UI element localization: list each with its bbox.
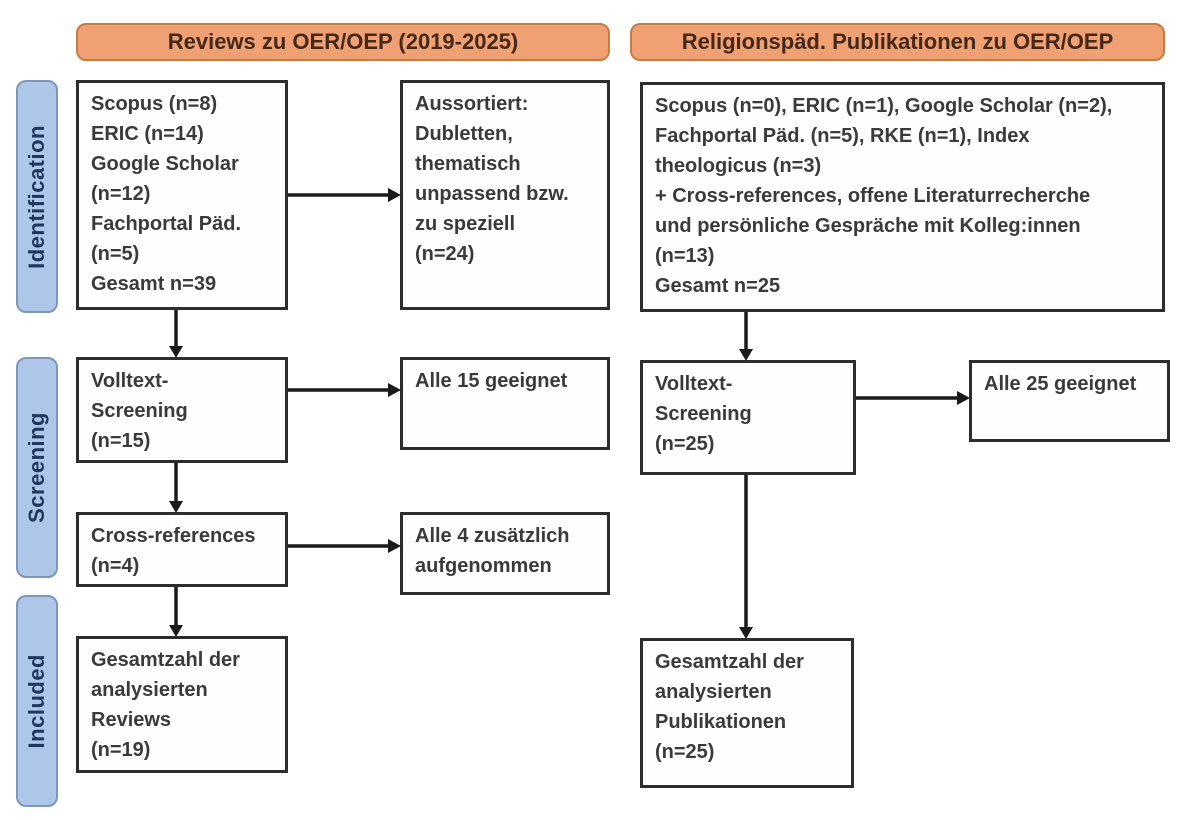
arrow-reviews-fulltext-to-result [288, 383, 401, 397]
stage-label-identification: Identification [24, 124, 49, 269]
box-publications-fulltext-result: Alle 25 geeignet [969, 360, 1170, 442]
arrow-reviews-fulltext-to-crossref [169, 463, 183, 513]
box-reviews-fulltext-screening: Volltext-Screening(n=15) [76, 357, 288, 463]
stage-bar-screening: Screening [16, 357, 58, 578]
arrow-publications-sources-to-fulltext [739, 312, 753, 361]
arrow-reviews-sources-to-excluded [288, 188, 401, 202]
column-header-publications: Religionspäd. Publikationen zu OER/OEP [630, 23, 1165, 61]
stage-label-included: Included [24, 653, 49, 749]
box-reviews-fulltext-result: Alle 15 geeignet [400, 357, 610, 450]
arrow-reviews-crossref-to-result [288, 539, 401, 553]
box-publications-fulltext-screening: Volltext-Screening(n=25) [640, 360, 856, 475]
stage-label-screening: Screening [24, 412, 49, 523]
box-reviews-sources: Scopus (n=8)ERIC (n=14)Google Scholar(n=… [76, 80, 288, 310]
box-publications-sources: Scopus (n=0), ERIC (n=1), Google Scholar… [640, 82, 1165, 312]
column-header-reviews: Reviews zu OER/OEP (2019-2025) [76, 23, 610, 61]
box-reviews-crossreferences: Cross-references(n=4) [76, 512, 288, 587]
stage-bar-identification: Identification [16, 80, 58, 313]
arrow-publications-fulltext-to-included [739, 475, 753, 639]
arrow-reviews-crossref-to-included [169, 587, 183, 637]
arrow-reviews-sources-to-fulltext [169, 310, 183, 358]
stage-bar-included: Included [16, 595, 58, 807]
arrow-publications-fulltext-to-result [856, 391, 970, 405]
